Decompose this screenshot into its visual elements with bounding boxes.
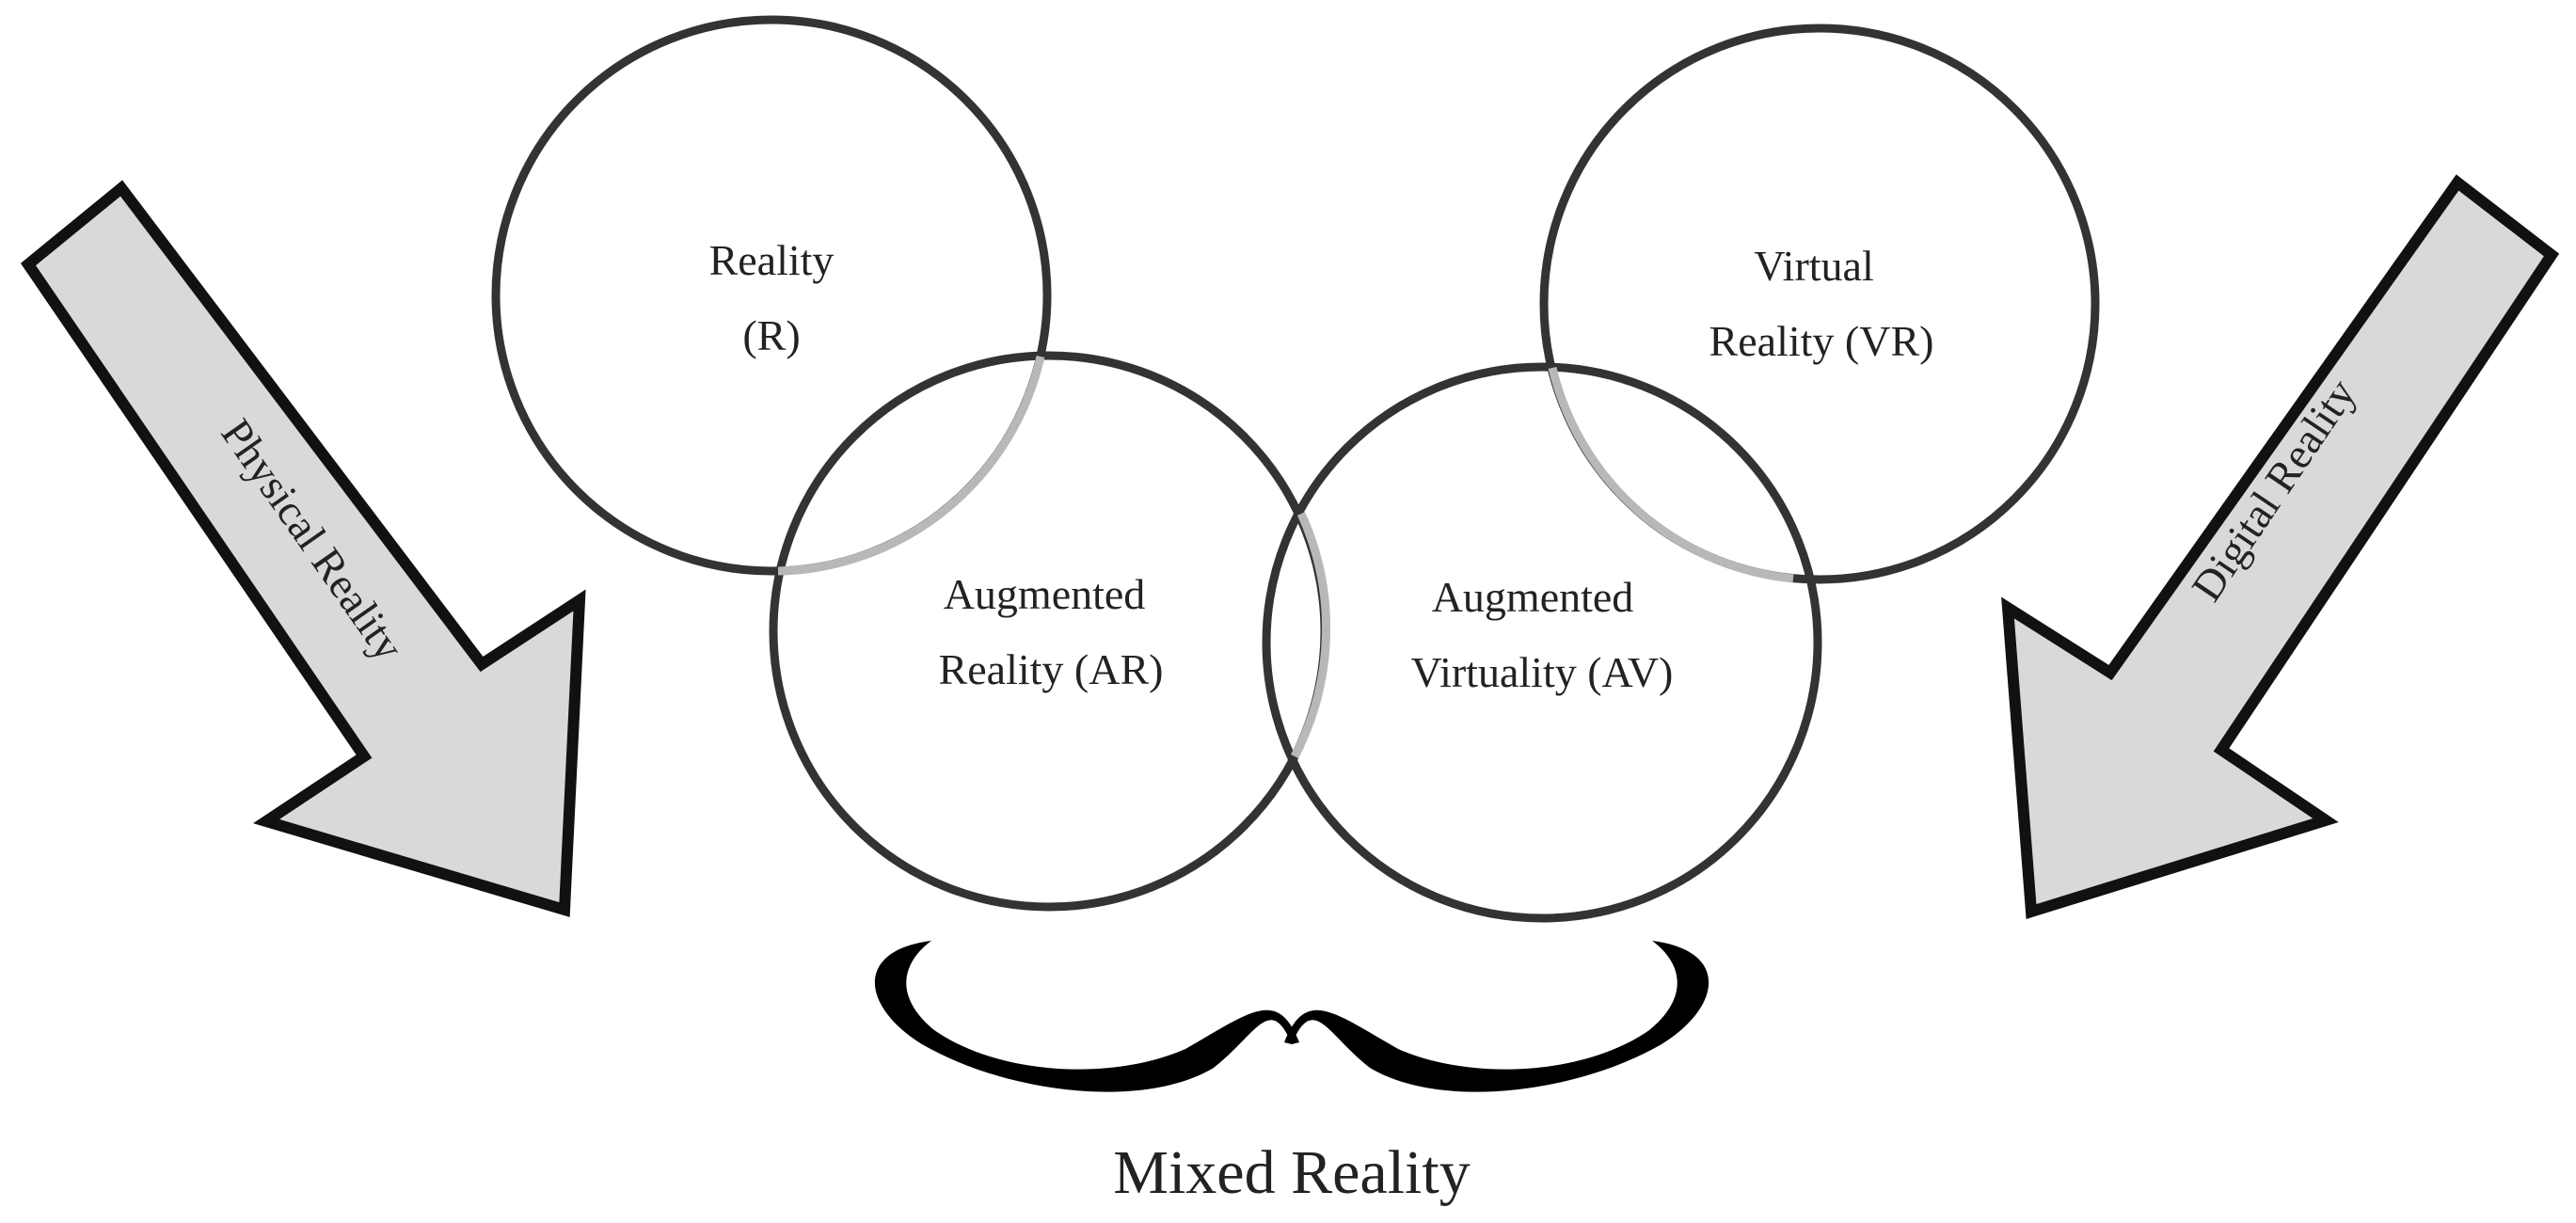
vr-av-overlap-arc (1548, 366, 1794, 583)
virtual-reality-circle (1539, 24, 2100, 584)
digital-reality-arrow: Digital Reality (2001, 174, 2560, 919)
circle-outlines (491, 15, 2100, 923)
mixed-reality-label: Mixed Reality (1113, 1138, 1470, 1207)
augmented-virtuality-circle (1262, 362, 1822, 923)
augmented-reality-label-line1: Augmented (944, 570, 1146, 618)
augmented-reality-label-line2: Reality (AR) (939, 645, 1164, 693)
ar-av-overlap-arc (1291, 512, 1331, 759)
circle-labels: Reality (R) Virtual Reality (VR) Augment… (709, 236, 1934, 696)
augmented-virtuality-label-line1: Augmented (1432, 573, 1634, 621)
reality-label-line2: (R) (742, 311, 800, 359)
reality-ar-overlap-arc (777, 355, 1045, 576)
reality-label-line1: Reality (709, 236, 835, 284)
virtual-reality-label-line1: Virtual (1754, 242, 1874, 290)
overlap-arcs (777, 355, 1794, 759)
augmented-reality-circle (769, 351, 1329, 912)
digital-reality-arrow-shape (2001, 174, 2560, 919)
reality-circle (491, 15, 1052, 576)
virtual-reality-label-line2: Reality (VR) (1709, 317, 1934, 365)
physical-reality-arrow-shape (20, 180, 586, 917)
mixed-reality-brace (874, 941, 1709, 1092)
augmented-virtuality-label-line2: Virtuality (AV) (1411, 648, 1674, 696)
